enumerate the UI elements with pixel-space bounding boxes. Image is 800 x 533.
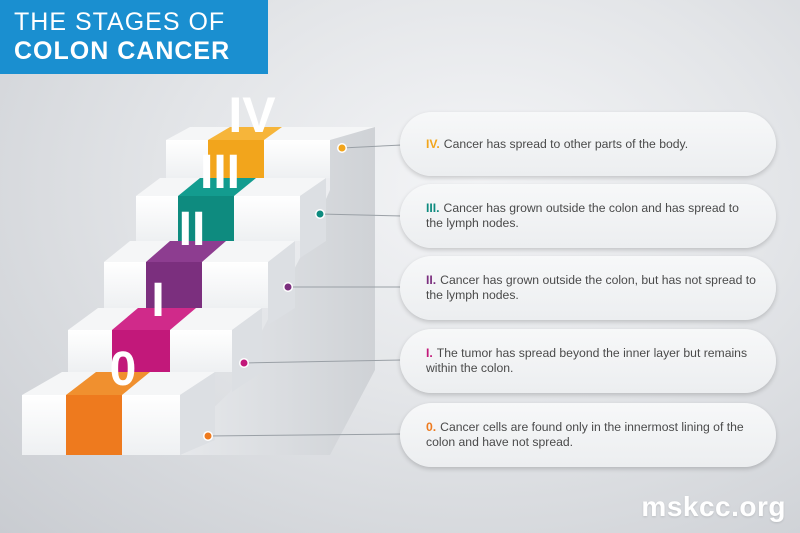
step-3 bbox=[136, 178, 326, 258]
staircase-side-wall bbox=[180, 127, 375, 455]
title-line-1: THE STAGES OF bbox=[14, 8, 226, 36]
stage-3-description: III.Cancer has grown outside the colon a… bbox=[400, 184, 776, 248]
connector-1 bbox=[239, 358, 403, 368]
stage-0-text: Cancer cells are found only in the inner… bbox=[426, 420, 744, 449]
numeral-0: 0 bbox=[110, 343, 137, 396]
stage-2-number: II. bbox=[426, 273, 437, 287]
stage-1-description: I.The tumor has spread beyond the inner … bbox=[400, 329, 776, 393]
stage-2-text: Cancer has grown outside the colon, but … bbox=[426, 273, 756, 302]
stage-1-text: The tumor has spread beyond the inner la… bbox=[426, 346, 748, 375]
connector-2 bbox=[283, 282, 402, 292]
stage-4-text: Cancer has spread to other parts of the … bbox=[443, 136, 689, 151]
stage-4-description: IV.Cancer has spread to other parts of t… bbox=[400, 112, 776, 176]
stage-0-number: 0. bbox=[426, 420, 437, 434]
step-1 bbox=[68, 308, 262, 392]
step-0 bbox=[22, 372, 215, 455]
numeral-3: III bbox=[200, 146, 240, 199]
connector-4 bbox=[337, 143, 403, 153]
title-banner: THE STAGES OF COLON CANCER bbox=[0, 0, 268, 74]
stage-4-number: IV. bbox=[426, 136, 440, 151]
stage-2-description: II.Cancer has grown outside the colon, b… bbox=[400, 256, 776, 320]
footer-website: mskcc.org bbox=[641, 491, 786, 522]
numeral-2: II bbox=[179, 203, 206, 256]
numeral-4: IV bbox=[228, 87, 276, 143]
stage-0-description: 0.Cancer cells are found only in the inn… bbox=[400, 403, 776, 467]
stage-3-text: Cancer has grown outside the colon and h… bbox=[426, 201, 739, 230]
numeral-1: I bbox=[151, 274, 164, 327]
stage-3-number: III. bbox=[426, 201, 440, 215]
title-line-2: COLON CANCER bbox=[14, 37, 231, 65]
connector-3 bbox=[315, 209, 403, 219]
connector-0 bbox=[203, 431, 403, 441]
step-2 bbox=[104, 241, 295, 325]
step-4 bbox=[166, 127, 375, 178]
stage-1-number: I. bbox=[426, 346, 433, 360]
